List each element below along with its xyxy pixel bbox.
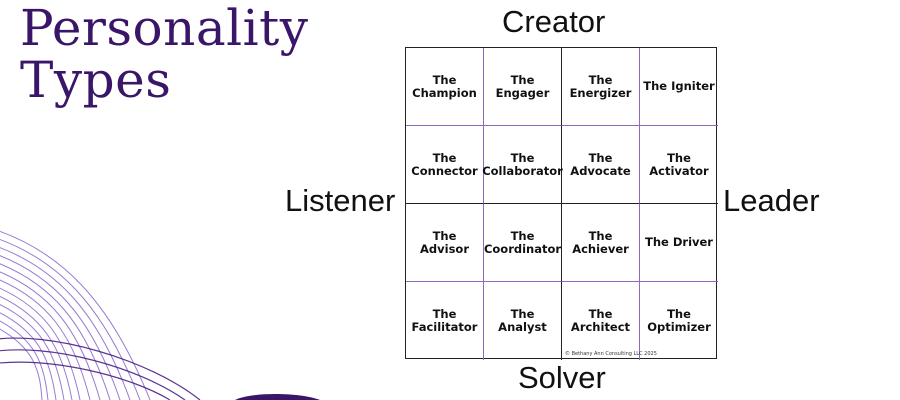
grid-cell-engager: The Engager xyxy=(484,48,562,126)
personality-grid: The Champion The Engager The Energizer T… xyxy=(405,47,718,360)
grid-cell-champion: The Champion xyxy=(406,48,484,126)
grid-cell-architect: The Architect xyxy=(562,282,640,360)
grid-cell-driver: The Driver xyxy=(640,204,718,282)
title-line-2: Types xyxy=(20,51,172,109)
title-line-1: Personality xyxy=(20,0,309,57)
grid-cell-achiever: The Achiever xyxy=(562,204,640,282)
axis-label-right: Leader xyxy=(723,183,820,218)
axis-label-top: Creator xyxy=(502,4,606,39)
grid-cell-collaborator: The Collaborator xyxy=(482,126,563,204)
grid-cell-energizer: The Energizer xyxy=(562,48,640,126)
grid-cell-coordinator: The Coordinator xyxy=(484,204,562,282)
page-title: Personality Types xyxy=(20,2,308,106)
grid-cell-optimizer: The Optimizer xyxy=(647,307,711,334)
grid-cell-activator: The Activator xyxy=(640,126,718,204)
grid-cell-facilitator: The Facilitator xyxy=(406,282,484,360)
copyright-notice: © Bethany Ann Consulting LLC 2025 xyxy=(565,351,657,357)
grid-cell-analyst: The Analyst xyxy=(484,282,562,360)
grid-cell-connector: The Connector xyxy=(406,126,484,204)
grid-cell-igniter: The Igniter xyxy=(640,48,718,126)
axis-label-left: Listener xyxy=(285,183,396,218)
axis-label-bottom: Solver xyxy=(518,360,606,395)
grid-cell-advisor: The Advisor xyxy=(406,204,484,282)
grid-cell-advocate: The Advocate xyxy=(562,126,640,204)
